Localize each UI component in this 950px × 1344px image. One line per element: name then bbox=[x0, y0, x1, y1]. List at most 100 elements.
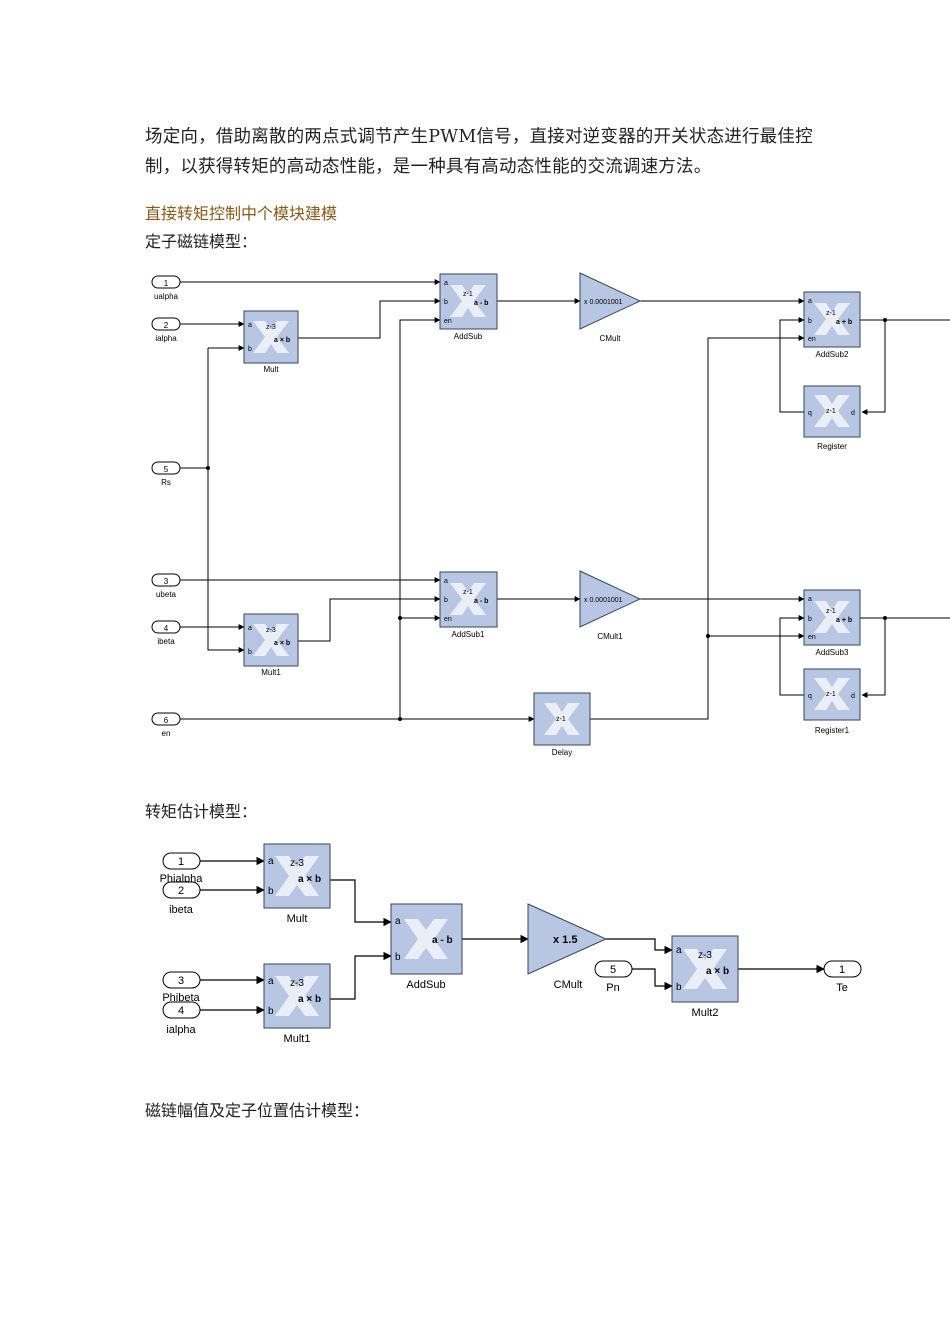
latency-label: z-1 bbox=[826, 691, 836, 698]
port-name: ubeta bbox=[156, 590, 177, 599]
svg-text:a: a bbox=[808, 596, 812, 603]
block-name: Mult2 bbox=[692, 1007, 719, 1019]
svg-text:d: d bbox=[851, 410, 855, 417]
svg-text:en: en bbox=[808, 634, 816, 641]
block-name: Mult bbox=[263, 365, 279, 374]
addsub-block[interactable]: ab a - b AddSub bbox=[390, 903, 463, 991]
in-port-ialpha[interactable]: 4 ialpha bbox=[162, 1001, 201, 1036]
in-port-ibeta[interactable]: 2 ibeta bbox=[162, 881, 201, 916]
op-label: a × b bbox=[298, 994, 321, 1005]
latency-label: z-3 bbox=[266, 627, 276, 634]
stator-flux-label: 定子磁链模型： bbox=[145, 232, 258, 251]
port-number: 2 bbox=[164, 321, 169, 330]
latency-label: z-3 bbox=[266, 324, 276, 331]
svg-text:a: a bbox=[444, 578, 448, 585]
svg-text:b: b bbox=[395, 952, 401, 963]
svg-text:a: a bbox=[808, 298, 812, 305]
block-name: AddSub1 bbox=[452, 630, 485, 639]
addsub2-block[interactable]: a b en z-1 a + b AddSub2 bbox=[803, 291, 861, 359]
port-number: 3 bbox=[164, 577, 169, 586]
latency-label: z-3 bbox=[290, 858, 304, 869]
block-name: AddSub2 bbox=[816, 350, 849, 359]
mult1-block[interactable]: ab z-3 a × b Mult1 bbox=[263, 963, 331, 1045]
delay-block[interactable]: z-1 Delay bbox=[533, 692, 591, 757]
cmult-block[interactable]: x 0.0001001 CMult bbox=[579, 272, 642, 343]
svg-text:b: b bbox=[444, 299, 448, 306]
op-label: a + b bbox=[836, 617, 852, 624]
in-port-phialpha[interactable]: 1 Phialpha bbox=[160, 852, 204, 885]
block-name: CMult bbox=[600, 334, 622, 343]
block-name: Register1 bbox=[815, 726, 850, 735]
op-label: a + b bbox=[836, 319, 852, 326]
block-name: AddSub3 bbox=[816, 648, 849, 657]
port-name: en bbox=[162, 729, 171, 738]
in-port-rs[interactable]: 5 Rs bbox=[151, 461, 181, 487]
addsub3-block[interactable]: a b en z-1 a + b AddSub3 bbox=[803, 589, 861, 657]
out-port-te[interactable]: 1 Te bbox=[823, 960, 862, 994]
svg-text:en: en bbox=[444, 616, 452, 623]
gain-label: x 1.5 bbox=[553, 934, 577, 946]
latency-label: z-1 bbox=[826, 608, 836, 615]
mult2-block[interactable]: a b z-3 a × b Mult2 bbox=[671, 935, 739, 1019]
stator-flux-diagram: 1 ualpha 2 ialpha 5 Rs 3 ubeta 4 ibeta 6… bbox=[151, 272, 950, 757]
port-name: Rs bbox=[161, 478, 171, 487]
svg-text:en: en bbox=[808, 336, 816, 343]
in-port-ibeta[interactable]: 4 ibeta bbox=[151, 620, 181, 646]
in-port-phibeta[interactable]: 3 Phibeta bbox=[162, 971, 201, 1004]
block-name: AddSub bbox=[454, 332, 483, 341]
op-label: a - b bbox=[474, 300, 488, 307]
block-name: CMult bbox=[554, 979, 583, 991]
port-number: 1 bbox=[164, 279, 169, 288]
in-port-pn[interactable]: 5 Pn bbox=[594, 960, 633, 994]
port-name: ibeta bbox=[157, 637, 175, 646]
cmult-block[interactable]: x 1.5 CMult bbox=[527, 903, 608, 991]
port-number: 6 bbox=[164, 716, 169, 725]
intro-paragraph: 场定向，借助离散的两点式调节产生PWM信号，直接对逆变器的开关状态进行最佳控制，… bbox=[145, 127, 813, 177]
op-label: a × b bbox=[274, 337, 290, 344]
port-name: ialpha bbox=[155, 334, 177, 343]
port-name: ibeta bbox=[169, 904, 194, 916]
latency-label: z-1 bbox=[826, 310, 836, 317]
svg-text:b: b bbox=[268, 1006, 274, 1017]
in-port-ualpha[interactable]: 1 ualpha bbox=[151, 275, 181, 301]
svg-text:a: a bbox=[444, 280, 448, 287]
port-name: Pn bbox=[606, 982, 619, 994]
port-number: 5 bbox=[164, 465, 169, 474]
svg-text:b: b bbox=[248, 346, 252, 353]
mult-block[interactable]: ab z-3 a × b Mult bbox=[243, 310, 299, 374]
block-name: Delay bbox=[552, 748, 572, 757]
block-name: Mult1 bbox=[261, 668, 281, 677]
op-label: a - b bbox=[474, 598, 488, 605]
block-name: Mult1 bbox=[284, 1033, 311, 1045]
svg-text:b: b bbox=[808, 616, 812, 623]
in-port-ialpha[interactable]: 2 ialpha bbox=[151, 317, 181, 343]
port-number: 3 bbox=[178, 975, 184, 987]
port-number: 1 bbox=[178, 856, 184, 868]
in-port-ubeta[interactable]: 3 ubeta bbox=[151, 573, 181, 599]
mult1-block[interactable]: ab z-3 a × b Mult1 bbox=[243, 613, 299, 677]
cmult1-block[interactable]: x 0.0001001 CMult1 bbox=[579, 570, 642, 641]
svg-text:b: b bbox=[808, 318, 812, 325]
torque-diagram: 1 Phialpha 2 ibeta 3 Phibeta 4 ialpha 5 … bbox=[160, 843, 862, 1045]
op-label: a × b bbox=[706, 966, 729, 977]
port-number: 4 bbox=[178, 1005, 184, 1017]
flux-position-label: 磁链幅值及定子位置估计模型： bbox=[145, 1101, 370, 1120]
svg-text:a: a bbox=[676, 945, 682, 956]
svg-text:b: b bbox=[676, 982, 682, 993]
port-name: ialpha bbox=[166, 1024, 196, 1036]
gain-label: x 0.0001001 bbox=[584, 299, 623, 306]
op-label: a - b bbox=[432, 935, 453, 946]
block-name: Mult bbox=[287, 913, 308, 925]
svg-text:a: a bbox=[268, 856, 274, 867]
latency-label: z-3 bbox=[698, 950, 712, 961]
svg-text:q: q bbox=[808, 693, 812, 700]
port-name: Te bbox=[836, 982, 848, 994]
in-port-en[interactable]: 6 en bbox=[151, 712, 181, 738]
mult-block[interactable]: ab z-3 a × b Mult bbox=[263, 843, 331, 925]
latency-label: z-1 bbox=[556, 716, 566, 723]
svg-text:b: b bbox=[444, 597, 448, 604]
